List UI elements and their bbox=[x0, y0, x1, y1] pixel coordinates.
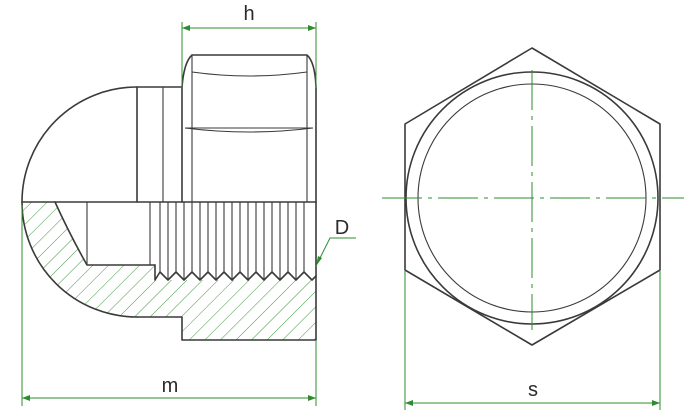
dome-outline-bottom bbox=[21, 201, 138, 318]
hex-outline bbox=[404, 47, 661, 346]
thread-crest-lines bbox=[159, 202, 305, 280]
dimension-d-label: D bbox=[335, 217, 349, 239]
hatch-fill bbox=[22, 202, 316, 340]
dimension-h-label: h bbox=[243, 3, 254, 25]
section-hatching bbox=[22, 202, 316, 340]
dimension-h: h bbox=[181, 3, 317, 88]
hex-end-view bbox=[382, 47, 684, 346]
dimension-m: m bbox=[21, 205, 317, 406]
side-section-view bbox=[21, 54, 317, 341]
lower-body-outline bbox=[136, 201, 317, 341]
dimension-m-label: m bbox=[162, 375, 179, 397]
thread-region bbox=[154, 202, 317, 281]
dome-outline-top bbox=[21, 86, 138, 203]
dimension-s: s bbox=[404, 270, 661, 410]
hex-face-curve-1 bbox=[191, 71, 308, 77]
thread-profile bbox=[154, 264, 317, 281]
dimension-s-label: s bbox=[528, 379, 538, 401]
dimension-d: D bbox=[315, 217, 356, 267]
hex-face-curve-2 bbox=[184, 127, 314, 133]
